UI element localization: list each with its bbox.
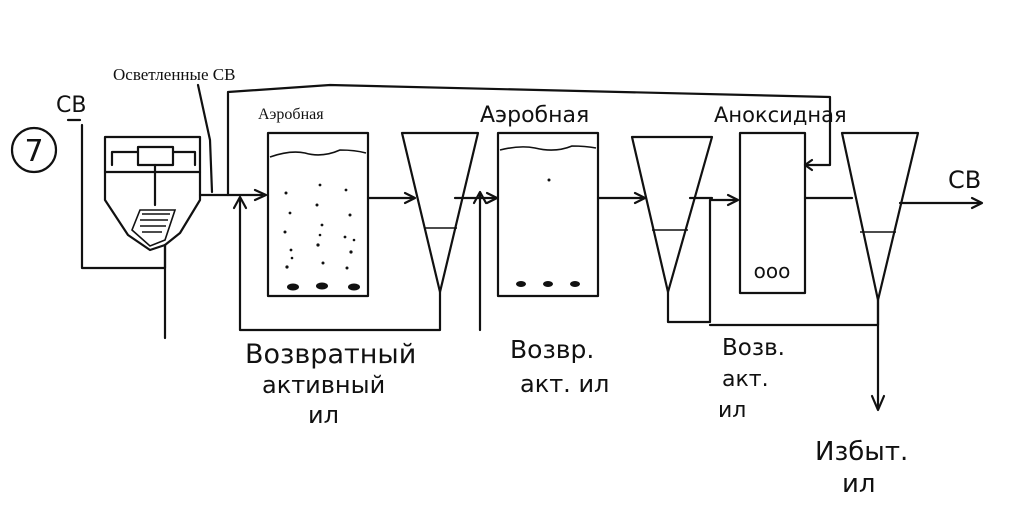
return-arrow-1: [232, 195, 248, 210]
excess-label-line2: ил: [842, 469, 876, 499]
figure-number-label: 7: [24, 134, 43, 169]
outlet-label: СВ: [948, 166, 981, 194]
return-arrow-3: [726, 193, 740, 207]
feed-arrow-1: [253, 188, 268, 202]
aerobic-tank-2: [496, 131, 600, 298]
figure-number: 7: [10, 126, 58, 174]
return1-label-line3: ил: [308, 401, 339, 429]
aerobic-tank-1: [266, 131, 370, 298]
return-sludge-line-4: [708, 298, 880, 327]
return1-label-line1: Возвратный: [245, 339, 416, 370]
flow-arrow-4: [633, 191, 647, 205]
bypass-arrow: [803, 158, 814, 172]
bypass-line: [226, 83, 832, 197]
return2-label-line1: Возвр.: [510, 335, 594, 364]
excess-sludge-arrow: [870, 394, 886, 412]
anoxic-tank-mixers: ооо: [754, 259, 791, 283]
return-arrow-2: [472, 190, 488, 205]
outlet-arrow: [970, 196, 984, 210]
return2-label-line2: акт. ил: [520, 370, 609, 398]
clarified-label: Осветленные СВ: [113, 65, 235, 84]
return3-label-line1: Возв.: [722, 335, 785, 361]
return3-label-line2: акт.: [722, 367, 769, 392]
clarified-pointer: [196, 83, 214, 194]
anoxic-tank: ооо: [738, 131, 807, 295]
return3-label-line3: ил: [718, 398, 746, 423]
inlet-label: СВ: [56, 93, 86, 118]
tank1-label: Аэробная: [258, 106, 324, 123]
secondary-clarifier-1: [400, 131, 480, 294]
tank3-label: Аноксидная: [714, 103, 847, 127]
tank2-label: Аэробная: [480, 103, 589, 128]
final-clarifier: [840, 131, 920, 302]
excess-label-line1: Избыт.: [815, 437, 908, 467]
flow-arrow-2: [403, 191, 417, 205]
secondary-clarifier-2: [630, 135, 714, 294]
primary-clarifier: [103, 135, 202, 252]
return-sludge-line-1: [238, 196, 442, 332]
return1-label-line2: активный: [262, 371, 385, 399]
return-sludge-line-3: [666, 198, 737, 324]
